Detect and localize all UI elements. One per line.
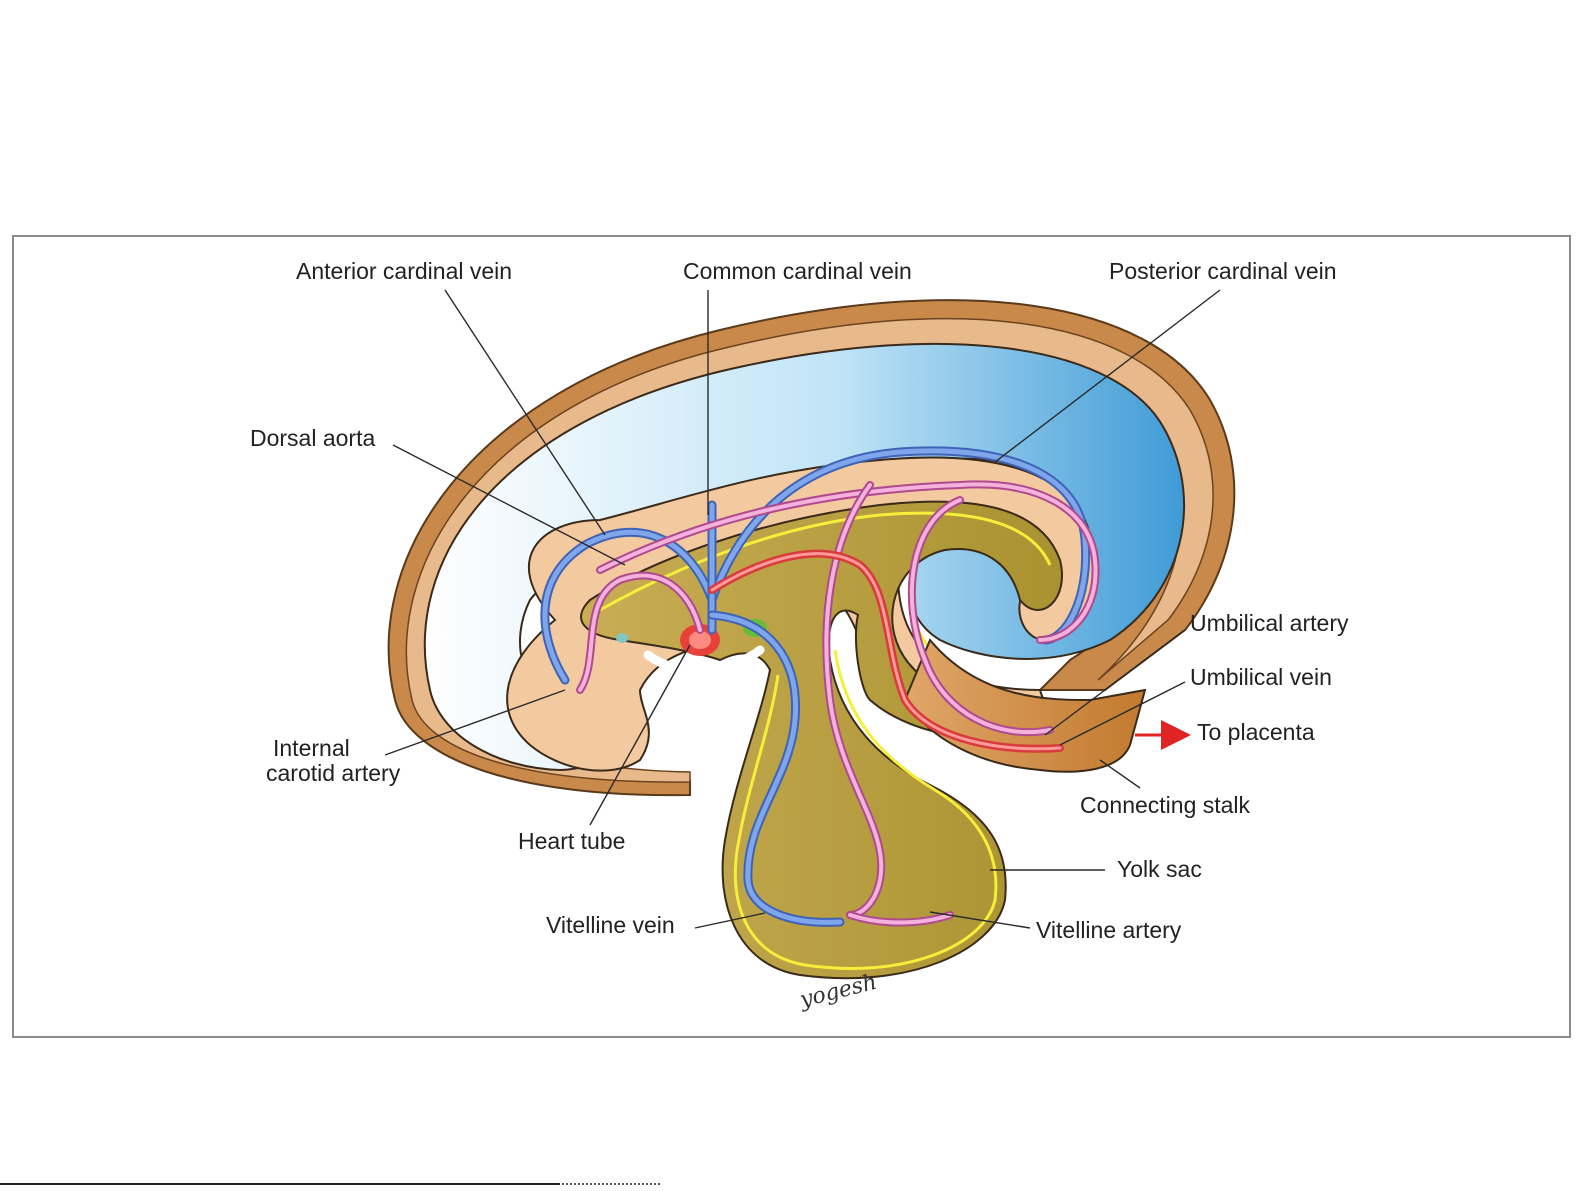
vitelline-vein-label: Vitelline vein bbox=[546, 912, 675, 938]
dorsal-aorta-label: Dorsal aorta bbox=[250, 425, 375, 451]
to-placenta-label: To placenta bbox=[1197, 719, 1315, 745]
umbilical-artery-label: Umbilical artery bbox=[1190, 610, 1349, 636]
bottom-rule bbox=[0, 1183, 560, 1185]
posterior-cardinal-vein-label: Posterior cardinal vein bbox=[1109, 258, 1337, 284]
vitelline-artery-label: Vitelline artery bbox=[1036, 917, 1182, 943]
anterior-cardinal-vein-label: Anterior cardinal vein bbox=[296, 258, 512, 284]
connecting-stalk-label: Connecting stalk bbox=[1080, 792, 1251, 818]
bottom-rule-dotted bbox=[562, 1183, 662, 1185]
internal-carotid-artery-label-line2: carotid artery bbox=[266, 760, 401, 786]
yolk-sac-label: Yolk sac bbox=[1117, 856, 1202, 882]
heart-tube-label: Heart tube bbox=[518, 828, 625, 854]
umbilical-vein-label: Umbilical vein bbox=[1190, 664, 1332, 690]
common-cardinal-vein-label: Common cardinal vein bbox=[683, 258, 912, 284]
internal-carotid-artery-label-line1: Internal bbox=[273, 735, 350, 761]
